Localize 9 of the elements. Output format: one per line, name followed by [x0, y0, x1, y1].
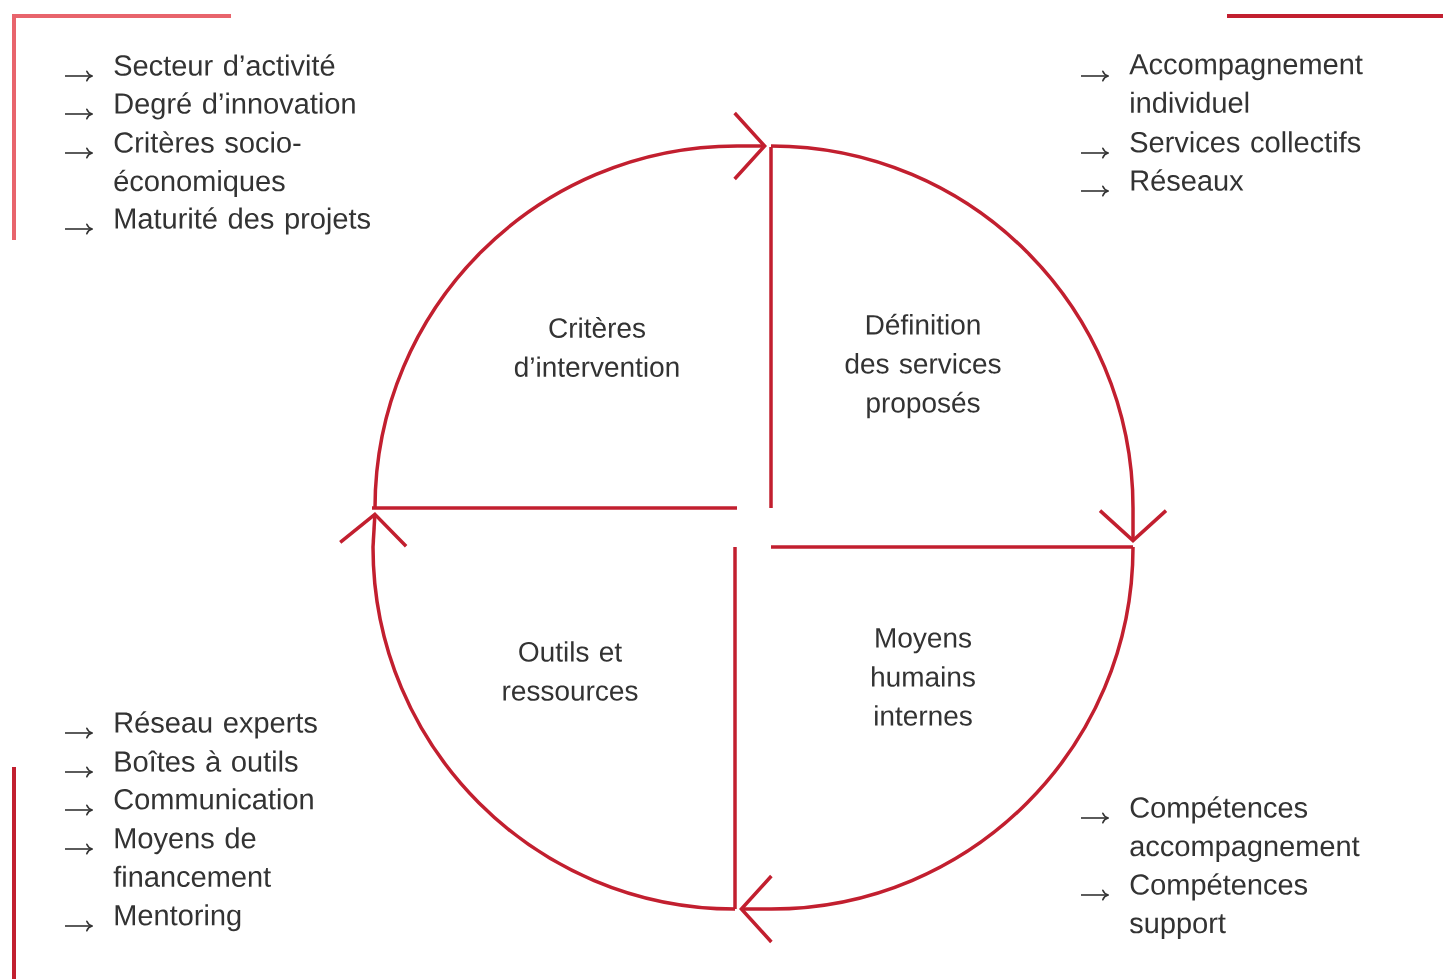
list-item: Mentoring: [115, 904, 241, 932]
list-item: Accompagnement individuel: [1129, 54, 1363, 113]
list-item: Réseau experts: [115, 711, 317, 739]
list-item: Degré d’innovation: [115, 92, 355, 120]
list-item: Communication: [114, 788, 313, 810]
list-item: Boîtes à outils: [115, 750, 298, 772]
list-item: Moyens de financement: [113, 827, 271, 887]
list-item: Secteur d’activité: [114, 54, 335, 76]
list-item: Critères socio-économiques: [114, 131, 301, 198]
